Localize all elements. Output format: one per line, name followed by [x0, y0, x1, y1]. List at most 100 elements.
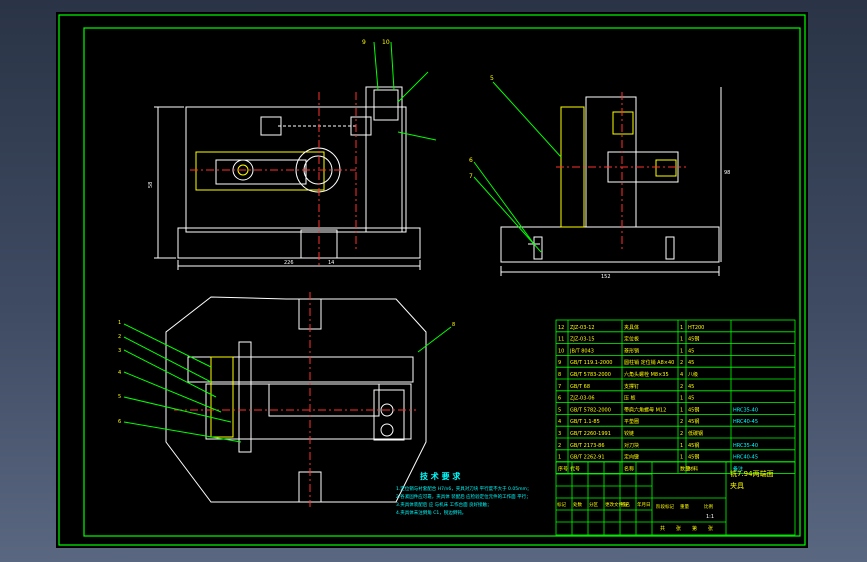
top-balloon-2: 2	[118, 334, 121, 340]
top-balloon-1: 1	[118, 320, 121, 326]
outer-frame	[58, 14, 806, 546]
parts-cell-no: 10	[558, 348, 564, 354]
parts-cell-material: 45	[688, 348, 694, 354]
top-balloon-6: 6	[118, 419, 121, 425]
parts-cell-note: HRC40-45	[733, 455, 758, 461]
parts-cell-no: 8	[558, 372, 561, 378]
revision-label: 更改文件号	[605, 501, 628, 508]
parts-cell-code: ZJZ-03-06	[570, 396, 595, 402]
parts-cell-code: ZJZ-03-12	[570, 325, 595, 331]
side-balloon-6: 6	[469, 157, 473, 164]
parts-cell-qty: 1	[680, 325, 683, 331]
parts-cell-qty: 1	[680, 455, 683, 461]
parts-header-qty: 数量	[680, 465, 690, 472]
sheet-label: 共	[660, 525, 665, 532]
side-view	[473, 81, 722, 276]
parts-cell-code: ZJZ-03-15	[570, 337, 595, 343]
parts-cell-material: HT200	[688, 325, 704, 331]
cad-drawing: 9 10 58 226 14 5 6 7 98	[58, 14, 806, 546]
side-balloon-7: 7	[469, 173, 473, 180]
parts-cell-note: HRC40-45	[733, 419, 758, 425]
parts-table-frame	[555, 319, 796, 474]
parts-cell-name: 圆柱销 定位销 A8×40	[624, 359, 674, 366]
revision-label: 处数	[573, 501, 582, 508]
side-balloon-5: 5	[490, 75, 494, 82]
parts-cell-name: 定位板	[624, 336, 639, 343]
parts-cell-qty: 2	[680, 384, 683, 390]
parts-cell-material: 45	[688, 360, 694, 366]
title-block: 铣7.94两端面夹具标记处数分区更改文件号签名年月日阶段标记重量比例1:1共张第…	[555, 461, 796, 536]
sheet-label: 张	[676, 525, 681, 532]
top-balloon-4: 4	[118, 370, 121, 376]
front-height-dim: 58	[148, 182, 154, 188]
parts-cell-name: 对刀块	[624, 442, 639, 449]
parts-cell-no: 7	[558, 384, 561, 390]
parts-cell-material: 45	[688, 384, 694, 390]
stage-label: 重量	[680, 503, 689, 510]
parts-cell-no: 12	[558, 325, 564, 331]
parts-cell-code: GB/T 5783-2000	[570, 372, 611, 378]
front-balloon-9: 9	[362, 39, 366, 46]
revision-label: 分区	[589, 501, 598, 508]
side-width-dim: 152	[601, 274, 611, 280]
parts-cell-material: 45钢	[688, 406, 699, 413]
tech-req-line-2: 2.各紧固件应可靠，夹具体 装配后 应检验定位元件的工作面 平行；	[396, 493, 531, 500]
stage-label: 比例	[704, 503, 713, 510]
revision-label: 标记	[557, 501, 566, 508]
stage-label: 阶段标记	[656, 503, 674, 510]
parts-cell-no: 1	[558, 455, 561, 461]
parts-cell-no: 5	[558, 407, 561, 413]
drawing-title: 铣7.94两端面	[730, 469, 774, 478]
parts-header-code: 代号	[570, 465, 580, 472]
parts-cell-code: GB/T 119.1-2000	[570, 360, 612, 366]
top-view	[123, 292, 452, 507]
parts-cell-material: 45	[688, 396, 694, 402]
parts-cell-material: 45钢	[688, 336, 699, 343]
parts-cell-name: 平垫圈	[624, 418, 639, 425]
parts-cell-name: 支撑钉	[624, 383, 639, 390]
parts-cell-no: 3	[558, 431, 561, 437]
parts-cell-qty: 1	[680, 337, 683, 343]
parts-cell-code: GB/T 2173-86	[570, 443, 605, 449]
parts-cell-name: 定向键	[624, 454, 639, 461]
parts-cell-material: 45钢	[688, 454, 699, 461]
parts-cell-qty: 1	[680, 348, 683, 354]
parts-cell-qty: 2	[680, 431, 683, 437]
parts-cell-code: GB/T 1.1-85	[570, 419, 600, 425]
tech-req-line-1: 1.定位销与衬套配合 H7/n6，夹具对刀块 平行度不大于 0.05mm；	[396, 485, 531, 492]
revision-label: 年月日	[637, 501, 651, 508]
parts-cell-material: 低碳钢	[688, 430, 703, 437]
parts-cell-code: JB/T 8043	[569, 348, 594, 354]
inner-frame	[83, 27, 801, 537]
tech-req-line-4: 4.夹具体未注倒角 C1，锐边倒钝。	[396, 509, 466, 516]
scale-value: 1:1	[706, 514, 714, 520]
parts-cell-qty: 4	[680, 372, 683, 378]
parts-cell-name: 菱形销	[624, 347, 639, 354]
parts-cell-name: 铰链	[624, 430, 634, 437]
parts-cell-qty: 2	[680, 419, 683, 425]
tech-req-title: 技 术 要 求	[420, 471, 461, 481]
parts-cell-material: 45钢	[688, 442, 699, 449]
parts-cell-name: 压 板	[624, 395, 636, 402]
parts-cell-code: GB/T 2262-91	[570, 455, 605, 461]
sheet-label: 第	[692, 525, 697, 532]
front-view	[154, 41, 437, 270]
parts-cell-no: 2	[558, 443, 561, 449]
parts-cell-code: GB/T 2260-1991	[570, 431, 611, 437]
parts-cell-qty: 1	[680, 396, 683, 402]
front-slot-dim: 14	[328, 260, 334, 266]
tech-req-line-3: 3.夹具体装配后 应 与机床 工作台面 良好接触；	[396, 501, 492, 508]
front-width-dim: 226	[284, 260, 294, 266]
parts-cell-no: 9	[558, 360, 561, 366]
drawing-subtitle: 夹具	[730, 481, 744, 490]
parts-cell-no: 11	[558, 337, 564, 343]
parts-cell-code: GB/T 68	[570, 384, 590, 390]
parts-header-name: 名称	[624, 465, 634, 472]
parts-cell-note: HRC35-40	[733, 443, 758, 449]
front-balloon-10: 10	[382, 39, 390, 46]
parts-cell-code: GB/T 5782-2000	[570, 407, 611, 413]
parts-cell-name: 六角头螺栓 M8×35	[624, 371, 669, 378]
top-balloon-3: 3	[118, 348, 121, 354]
side-height-dim: 98	[724, 170, 730, 176]
